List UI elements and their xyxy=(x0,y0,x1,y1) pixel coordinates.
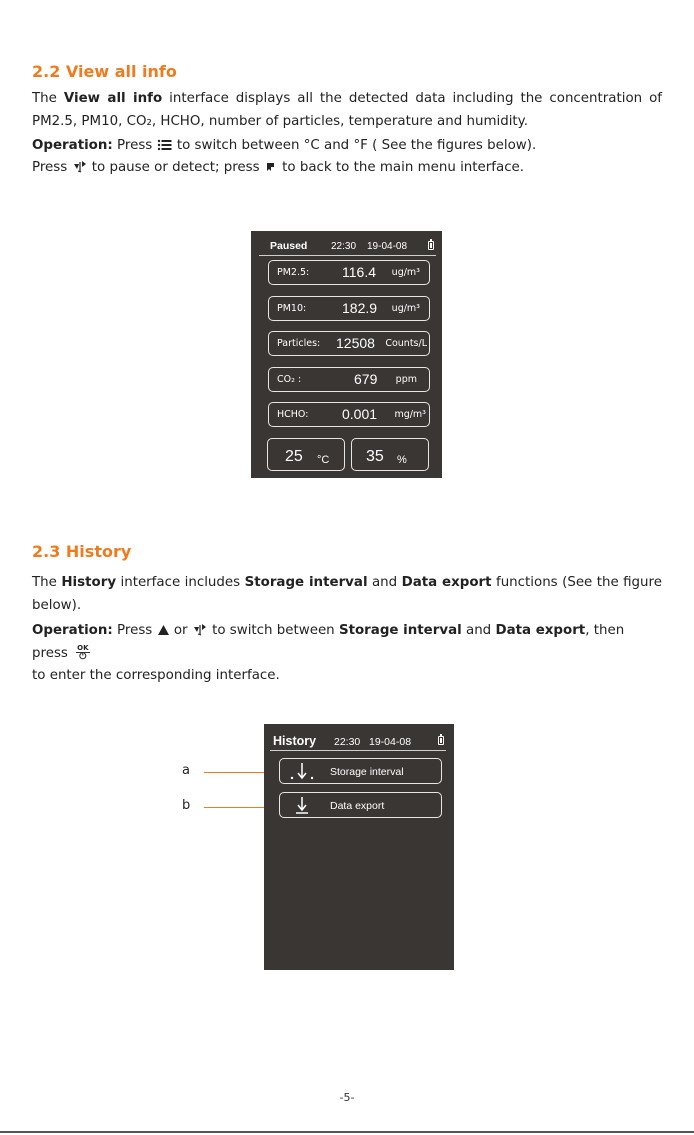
hcho-unit: mg/m³ xyxy=(394,409,426,420)
pm10-row: PM10: 182.9 ug/m³ xyxy=(268,296,430,321)
pm25-unit: ug/m³ xyxy=(391,267,420,278)
date-label: 19-04-08 xyxy=(369,736,412,748)
history-title: History xyxy=(273,734,317,748)
history-title-bar: History 22:30 19-04-08 xyxy=(270,728,446,751)
pm10-label: PM10: xyxy=(277,303,307,314)
time-label: 22:30 xyxy=(334,736,361,748)
particles-row: Particles: 12508 Counts/L xyxy=(268,331,430,356)
pm25-label: PM2.5: xyxy=(277,267,310,278)
data-export-button[interactable]: Data export xyxy=(279,792,442,818)
view-all-info-operation: Operation: Press to switch between °C an… xyxy=(32,138,537,153)
up-triangle-icon xyxy=(157,625,169,635)
back-arrow-icon xyxy=(266,163,274,171)
callout-label-b: b xyxy=(182,798,191,813)
history-operation: Operation: Press or to switch between St… xyxy=(32,623,625,683)
battery-icon xyxy=(428,239,434,250)
particles-value: 12508 xyxy=(336,335,375,351)
particles-label: Particles: xyxy=(277,338,321,349)
co2-row: CO₂ : 679 ppm xyxy=(268,367,430,392)
co2-label: CO₂ : xyxy=(277,374,302,385)
device-screen-view-all-info: Paused 22:30 19-04-08 PM2.5: 116.4 ug/m³… xyxy=(251,231,442,478)
status-label: Paused xyxy=(270,240,308,252)
callout-line-a xyxy=(204,772,281,773)
data-export-icon xyxy=(296,797,308,814)
pm25-row: PM2.5: 116.4 ug/m³ xyxy=(268,260,430,285)
time-label: 22:30 xyxy=(331,241,357,252)
pm10-unit: ug/m³ xyxy=(391,303,420,314)
humidity-box: 35 % xyxy=(351,438,429,471)
humidity-value: 35 xyxy=(366,448,384,465)
callout-line-b xyxy=(204,807,281,808)
date-label: 19-04-08 xyxy=(367,241,408,252)
particles-unit: Counts/L xyxy=(385,338,427,349)
storage-interval-icon xyxy=(290,763,314,780)
battery-icon xyxy=(438,734,444,745)
co2-unit: ppm xyxy=(395,374,417,385)
history-description: The History interface includes Storage i… xyxy=(32,575,662,613)
section-heading-view-all-info: 2.2 View all info xyxy=(32,62,177,81)
view-all-info-press: Press to pause or detect; press to back … xyxy=(32,160,525,175)
pm10-value: 182.9 xyxy=(342,300,378,316)
data-export-label: Data export xyxy=(330,800,385,812)
temperature-value: 25 xyxy=(285,448,303,465)
temperature-box[interactable]: 25 °C xyxy=(267,438,345,471)
ok-power-button-icon: OK ⏻ xyxy=(76,644,90,662)
pm25-value: 116.4 xyxy=(342,264,376,280)
storage-interval-button[interactable]: Storage interval xyxy=(279,758,442,784)
hcho-row: HCHO: 0.001 mg/m³ xyxy=(268,402,430,427)
bottom-rule xyxy=(0,1131,694,1133)
section-heading-history: 2.3 History xyxy=(32,542,132,561)
hcho-label: HCHO: xyxy=(277,409,309,420)
hcho-value: 0.001 xyxy=(342,406,378,422)
menu-list-icon xyxy=(157,139,172,151)
temperature-unit: °C xyxy=(317,454,330,466)
fan-play-pause-icon xyxy=(73,161,86,173)
storage-interval-label: Storage interval xyxy=(330,766,404,778)
humidity-unit: % xyxy=(397,454,407,466)
device-screen-history: History 22:30 19-04-08 Storage interval … xyxy=(264,724,454,970)
view-all-info-description: The View all info interface displays all… xyxy=(32,91,662,129)
status-bar: Paused 22:30 19-04-08 xyxy=(259,235,436,256)
page-number: -5- xyxy=(339,1091,355,1104)
co2-value: 679 xyxy=(354,371,378,387)
fan-play-pause-icon xyxy=(193,624,206,636)
callout-label-a: a xyxy=(182,763,190,778)
